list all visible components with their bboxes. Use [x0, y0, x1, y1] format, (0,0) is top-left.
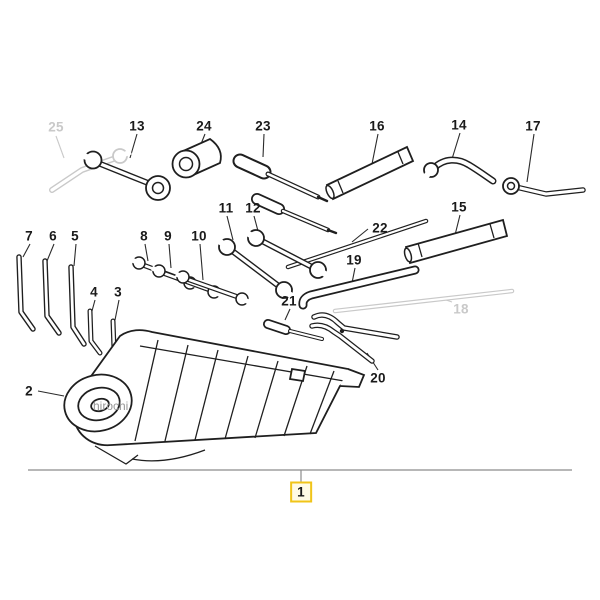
- part-label-16[interactable]: 16: [369, 118, 385, 134]
- part-label-13[interactable]: 13: [129, 118, 145, 134]
- part-label-20[interactable]: 20: [370, 370, 386, 386]
- watermark-text: hirochi: [93, 399, 129, 413]
- tool-4-hex-key: [87, 308, 103, 356]
- tool-19-tyre-lever: [298, 265, 420, 310]
- part-label-17[interactable]: 17: [525, 118, 541, 134]
- part-label-8[interactable]: 8: [140, 228, 148, 244]
- part-label-3[interactable]: 3: [114, 284, 122, 300]
- part-label-15[interactable]: 15: [451, 199, 467, 215]
- tool-12-open-end-wrench: [245, 229, 329, 279]
- tool-6-hex-key: [42, 258, 62, 336]
- part-label-1[interactable]: 1: [290, 481, 312, 503]
- tool-2-tool-roll: [63, 329, 366, 465]
- part-label-21[interactable]: 21: [281, 293, 297, 309]
- part-label-19[interactable]: 19: [346, 252, 362, 268]
- part-label-14[interactable]: 14: [451, 117, 467, 133]
- part-label-10[interactable]: 10: [191, 228, 207, 244]
- part-label-18[interactable]: 18: [453, 301, 469, 317]
- tool-20-pliers: [309, 312, 400, 364]
- tool-25-wrench: [49, 148, 132, 193]
- part-label-23[interactable]: 23: [255, 118, 271, 134]
- part-1-bracket-line: [28, 469, 572, 482]
- tool-24-socket: [171, 137, 222, 179]
- tool-16-tube-wrench: [325, 145, 415, 201]
- tool-10-open-end-wrench: [175, 270, 250, 306]
- tool-21-screwdriver: [263, 319, 324, 341]
- tool-17-socket-wrench: [502, 177, 586, 197]
- part-label-9[interactable]: 9: [164, 228, 172, 244]
- tool-5-hex-key: [68, 264, 87, 347]
- tool-11-open-end-wrench: [216, 237, 295, 300]
- tool-22-tommy-bar: [285, 218, 429, 270]
- part-label-22[interactable]: 22: [372, 220, 388, 236]
- part-label-7[interactable]: 7: [25, 228, 33, 244]
- part-label-24[interactable]: 24: [196, 118, 212, 134]
- tool-18-rod: [332, 288, 515, 314]
- part-label-12[interactable]: 12: [245, 200, 261, 216]
- tool-13-box-wrench: [78, 150, 171, 201]
- part-label-25[interactable]: 25: [48, 119, 64, 135]
- tool-15-tube-wrench: [403, 218, 509, 265]
- part-label-5[interactable]: 5: [71, 228, 79, 244]
- part-label-2[interactable]: 2: [25, 383, 33, 399]
- part-label-6[interactable]: 6: [49, 228, 57, 244]
- tool-7-hex-key: [16, 254, 36, 332]
- tool-14-hook-wrench: [421, 156, 497, 185]
- tool-23-screwdriver: [232, 153, 338, 235]
- part-label-11[interactable]: 11: [218, 200, 234, 216]
- part-label-4[interactable]: 4: [90, 284, 98, 300]
